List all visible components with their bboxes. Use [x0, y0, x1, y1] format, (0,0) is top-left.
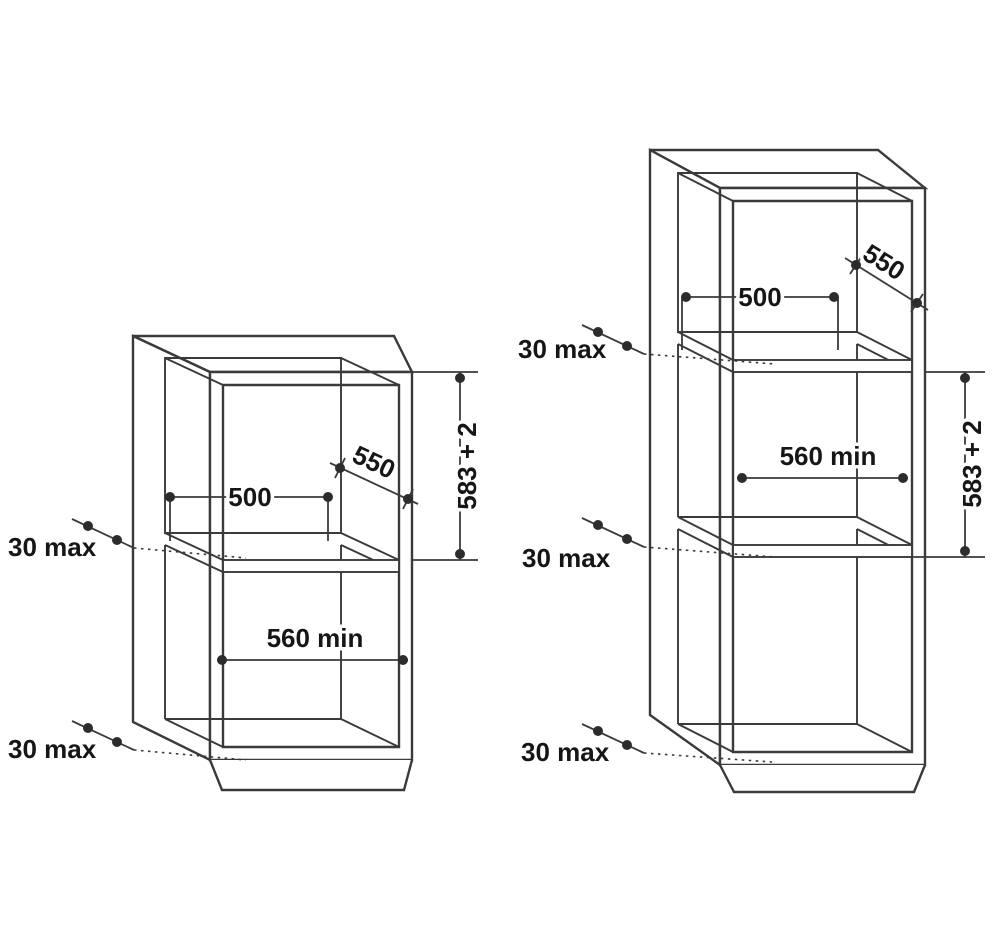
interior-edge — [340, 357, 400, 386]
right-dim-rear-bottom-30max: 30 max — [518, 723, 773, 771]
left-dim-rear-bottom-30max: 30 max — [5, 720, 247, 768]
left-dim-niche-583-label: 583 + 2 — [452, 422, 482, 509]
dimension-dot — [593, 726, 603, 736]
dimension-dot — [165, 492, 175, 502]
interior-edge — [164, 532, 224, 561]
right-dim-rear-bottom-30max-label: 30 max — [521, 737, 610, 767]
right-dim-niche-583: 583 + 2 — [912, 371, 991, 558]
dimension-dot — [622, 341, 632, 351]
dimension-dot — [898, 473, 908, 483]
interior-edge — [856, 331, 913, 361]
dimension-dot — [323, 492, 333, 502]
interior-edge — [340, 718, 400, 748]
left-dim-min-width-560: 560 min — [217, 620, 408, 665]
left-dim-rear-bottom-30max-label: 30 max — [8, 734, 97, 764]
right-dim-niche-583-label: 583 + 2 — [957, 420, 987, 507]
right-dim-min-width-560-label: 560 min — [780, 441, 877, 471]
right-cabinet-drawing: 550 500 30 max 583 + 2 — [515, 147, 991, 794]
interior-edge — [677, 528, 734, 558]
dimension-line — [581, 324, 645, 355]
dimension-dot — [593, 327, 603, 337]
dimension-dot — [335, 463, 345, 473]
left-cabinet-shelf — [222, 559, 400, 573]
right-dim-width-500-label: 500 — [738, 282, 781, 312]
left-dim-width-500: 500 — [165, 479, 333, 541]
right-cabinet-upper-shelf — [732, 359, 913, 373]
dimension-dot — [622, 740, 632, 750]
dimension-dot — [960, 373, 970, 383]
interior-edge — [677, 516, 734, 546]
left-cabinet-interior — [164, 357, 400, 748]
right-cabinet-lower-shelf — [732, 544, 913, 558]
left-dim-niche-583: 583 + 2 — [412, 371, 486, 561]
left-dim-min-width-560-label: 560 min — [267, 623, 364, 653]
right-dim-rear-top-30max-label: 30 max — [518, 334, 607, 364]
interior-edge — [677, 172, 734, 202]
dimension-dot — [403, 494, 413, 504]
dimension-dot — [398, 655, 408, 665]
left-dim-rear-top-30max-label: 30 max — [8, 532, 97, 562]
dimension-line — [71, 720, 135, 751]
dimension-line — [71, 518, 135, 549]
interior-edge — [677, 723, 734, 753]
hidden-leader-line — [643, 353, 776, 365]
dimension-dot — [737, 473, 747, 483]
dimension-dot — [83, 723, 93, 733]
dimension-line — [581, 517, 645, 548]
left-cabinet-body — [131, 334, 414, 792]
right-dim-width-500: 500 — [681, 279, 839, 350]
dimension-dot — [593, 520, 603, 530]
dimension-dot — [83, 521, 93, 531]
dimension-line — [581, 723, 645, 754]
dimension-dot — [960, 546, 970, 556]
hidden-leader-line — [133, 547, 247, 559]
dimension-dot — [455, 373, 465, 383]
interior-edge — [164, 718, 224, 748]
left-dim-rear-top-30max: 30 max — [5, 518, 247, 566]
interior-edge — [856, 516, 913, 546]
dimension-dot — [112, 535, 122, 545]
dimension-dot — [912, 298, 922, 308]
right-dim-depth-550-label: 550 — [858, 238, 911, 286]
right-dim-rear-middle-30max: 30 max — [519, 517, 776, 577]
hidden-leader-line — [643, 546, 776, 558]
interior-edge — [340, 532, 400, 561]
interior-edge — [856, 172, 913, 202]
dimension-line — [329, 462, 419, 505]
interior-edge — [677, 331, 734, 361]
left-dim-width-500-label: 500 — [228, 482, 271, 512]
interior-edge — [164, 357, 224, 386]
hidden-leader-line — [643, 752, 773, 763]
left-dim-depth-550-label: 550 — [348, 439, 400, 485]
interior-edge — [164, 544, 224, 573]
hidden-leader-line — [133, 749, 247, 761]
right-cabinet-side-face — [648, 147, 722, 768]
right-dim-rear-middle-30max-label: 30 max — [522, 543, 611, 573]
left-cabinet-plinth — [208, 759, 414, 792]
dimension-dot — [217, 655, 227, 665]
right-cabinet-interior — [677, 172, 913, 753]
dimension-dot — [455, 549, 465, 559]
dimension-dot — [622, 534, 632, 544]
right-dim-rear-top-30max: 30 max — [515, 324, 776, 368]
right-cabinet-plinth — [718, 764, 927, 794]
interior-edge — [856, 723, 913, 753]
dimension-dot — [681, 292, 691, 302]
right-dim-min-width-560: 560 min — [737, 438, 908, 483]
left-cabinet-drawing: 500 550 583 + 2 30 max — [5, 334, 486, 792]
right-cabinet-body — [648, 147, 929, 794]
interior-edge — [677, 343, 734, 373]
dimension-dot — [112, 737, 122, 747]
dimension-dot — [851, 260, 861, 270]
dimension-dot — [829, 292, 839, 302]
